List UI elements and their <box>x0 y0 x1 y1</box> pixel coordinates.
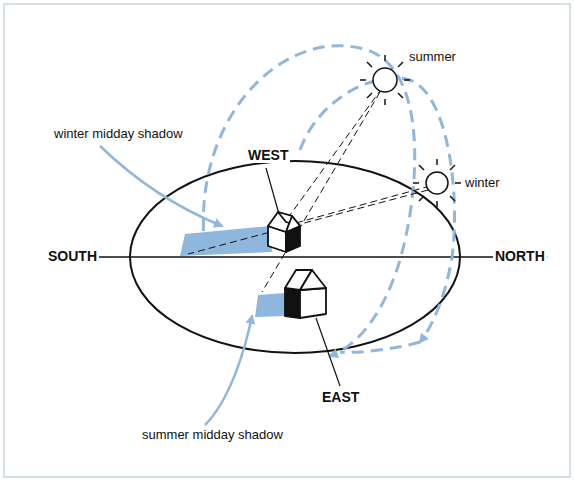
direction-label: SOUTH <box>46 249 99 264</box>
callout-label: winter midday shadow <box>52 127 185 141</box>
direction-label: WEST <box>246 148 290 163</box>
season-label: summer <box>407 50 458 64</box>
direction-label: EAST <box>320 390 361 405</box>
callout-label: summer midday shadow <box>140 428 285 442</box>
season-label: winter <box>463 176 502 190</box>
direction-label: NORTH <box>493 249 547 264</box>
